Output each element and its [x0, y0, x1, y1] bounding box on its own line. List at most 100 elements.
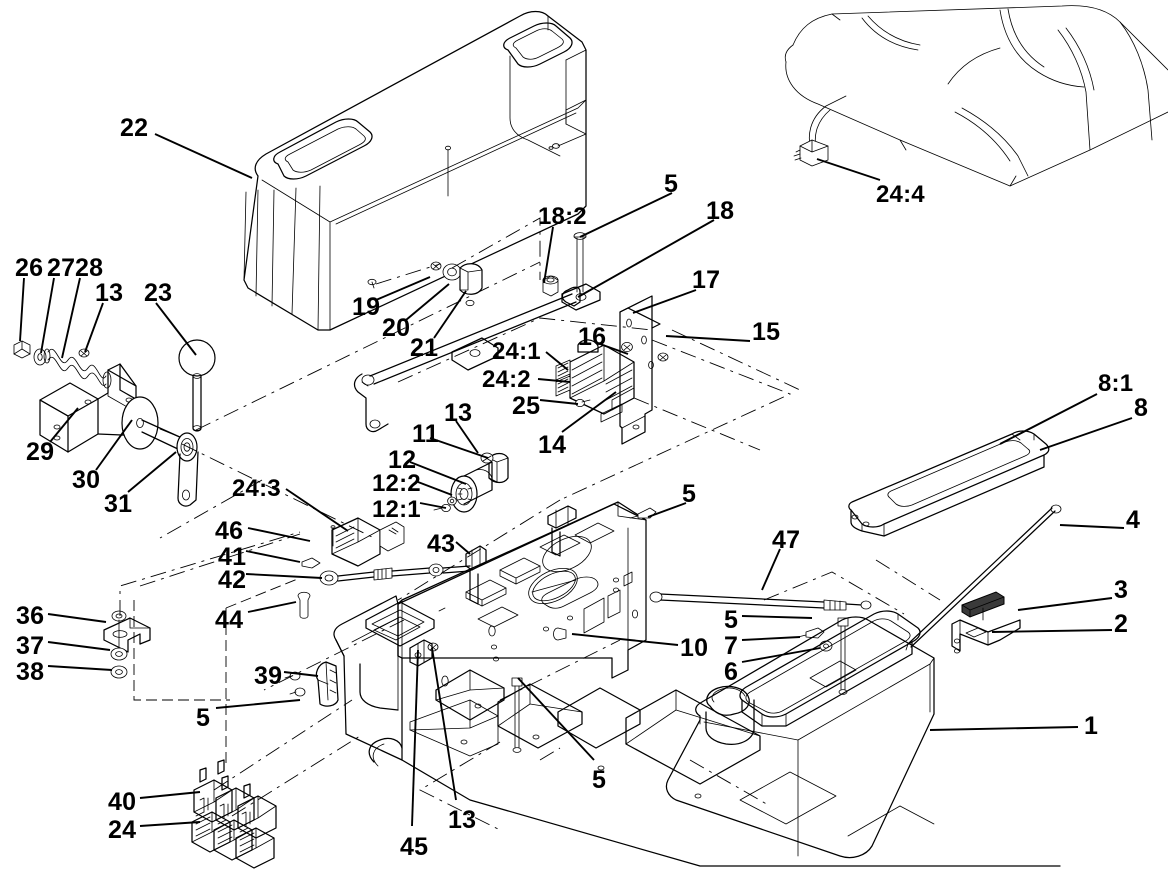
callout-number-25: 25	[512, 392, 541, 420]
callout-leader-8	[1039, 417, 1133, 451]
callout-leaders	[19, 133, 1133, 827]
console-lid-8	[848, 430, 1050, 537]
callout-number-5: 5	[724, 606, 739, 634]
callout-leader-24-4	[816, 158, 881, 181]
callout-leader-12-2	[417, 481, 453, 496]
callout-number-31: 31	[104, 490, 133, 518]
callout-number-21: 21	[410, 334, 439, 362]
callout-number-8: 8	[1134, 394, 1149, 422]
pin-46	[330, 525, 336, 547]
callout-number-24: 24	[108, 816, 137, 844]
callout-number-6: 6	[724, 658, 739, 686]
console-cover-22	[243, 10, 587, 331]
callout-number-36: 36	[16, 602, 45, 630]
callout-number-47: 47	[772, 526, 801, 554]
callout-number-15: 15	[752, 318, 781, 346]
callout-leader-19	[375, 276, 431, 301]
callout-number-24-3: 24:3	[232, 475, 281, 502]
callout-leader-15	[665, 335, 751, 342]
callout-number-12: 12	[388, 446, 417, 474]
callout-leader-22	[154, 133, 253, 179]
bushing-182	[542, 275, 559, 297]
callout-number-38: 38	[16, 658, 45, 686]
fuse-panel-assembly	[555, 295, 669, 445]
callout-leader-17	[632, 289, 697, 314]
lever-bracket-group	[13, 339, 216, 507]
screw-15	[657, 352, 669, 362]
callout-leader-26	[19, 277, 25, 342]
callout-leader-47	[761, 548, 781, 591]
switch-243-harness	[297, 517, 471, 619]
callout-leader-1	[929, 726, 1079, 731]
callout-number-12-2: 12:2	[372, 470, 421, 497]
washer-27	[33, 348, 47, 366]
callout-number-41: 41	[218, 543, 247, 571]
callout-leader-45	[411, 649, 419, 827]
callout-number-16: 16	[578, 323, 607, 351]
callout-number-43: 43	[427, 530, 456, 558]
solenoid-12-assembly	[433, 452, 509, 513]
callout-number-5: 5	[682, 480, 697, 508]
callout-number-18-2: 18:2	[538, 203, 587, 230]
callout-number-2: 2	[1114, 610, 1129, 638]
bracket-39	[284, 661, 339, 707]
callout-leader-20	[405, 283, 450, 321]
plug-44	[297, 591, 311, 619]
callout-number-17: 17	[692, 266, 721, 294]
callout-leader-11	[429, 437, 489, 459]
callout-leader-4	[1059, 524, 1125, 529]
callout-number-20: 20	[382, 314, 411, 342]
callout-number-7: 7	[724, 632, 739, 660]
callout-number-42: 42	[218, 566, 247, 594]
callout-leader-43	[455, 541, 471, 555]
bracket-36-37-38	[103, 610, 151, 679]
disc-30	[121, 396, 159, 450]
callout-number-5: 5	[592, 766, 607, 794]
callout-number-40: 40	[108, 788, 137, 816]
callout-leader-29	[49, 407, 79, 443]
callout-leader-3	[1017, 597, 1113, 611]
spring-28	[43, 348, 112, 389]
callout-number-29: 29	[26, 438, 55, 466]
callout-number-5: 5	[664, 170, 679, 198]
callout-number-4: 4	[1126, 506, 1141, 534]
callout-leader-37	[47, 641, 111, 651]
relay-bank-40	[193, 759, 277, 839]
callout-leader-10	[571, 633, 679, 646]
callout-leader-7	[741, 636, 801, 641]
pin-10	[553, 627, 567, 641]
callout-leader-18	[577, 219, 715, 298]
screw-13-left	[78, 348, 90, 358]
callout-number-24-4: 24:4	[876, 181, 925, 208]
callout-number-45: 45	[400, 833, 429, 861]
callout-leader-40	[139, 791, 201, 799]
bolt-7	[797, 627, 825, 639]
callout-number-18: 18	[706, 197, 735, 225]
callout-number-13: 13	[448, 806, 477, 834]
console-body-1	[665, 610, 935, 859]
callout-number-1: 1	[1084, 712, 1099, 740]
callout-number-26: 26	[15, 254, 44, 282]
callout-leader-5	[647, 502, 687, 518]
callout-number-37: 37	[16, 632, 45, 660]
callout-leader-5	[579, 192, 673, 238]
callout-leader-13	[84, 302, 104, 353]
assembly-guidelines	[119, 217, 941, 831]
callout-number-12-1: 12:1	[372, 496, 421, 523]
callout-leader-46	[247, 527, 311, 542]
callout-leader-12-1	[419, 502, 447, 509]
callout-number-22: 22	[120, 114, 149, 142]
lever-arm-31	[176, 432, 199, 507]
callout-leader-5	[517, 677, 595, 761]
fastener-19-20-21	[430, 261, 483, 295]
cable-47	[649, 591, 872, 695]
cable-42	[319, 563, 471, 586]
callout-leader-39	[283, 671, 319, 677]
callout-leader-16	[599, 343, 629, 355]
callout-leader-6	[741, 647, 821, 663]
callout-number-8-1: 8:1	[1098, 370, 1134, 397]
latch-bracket-2-3	[951, 591, 1021, 654]
callout-leader-42	[245, 573, 323, 579]
callout-number-28: 28	[75, 254, 104, 282]
